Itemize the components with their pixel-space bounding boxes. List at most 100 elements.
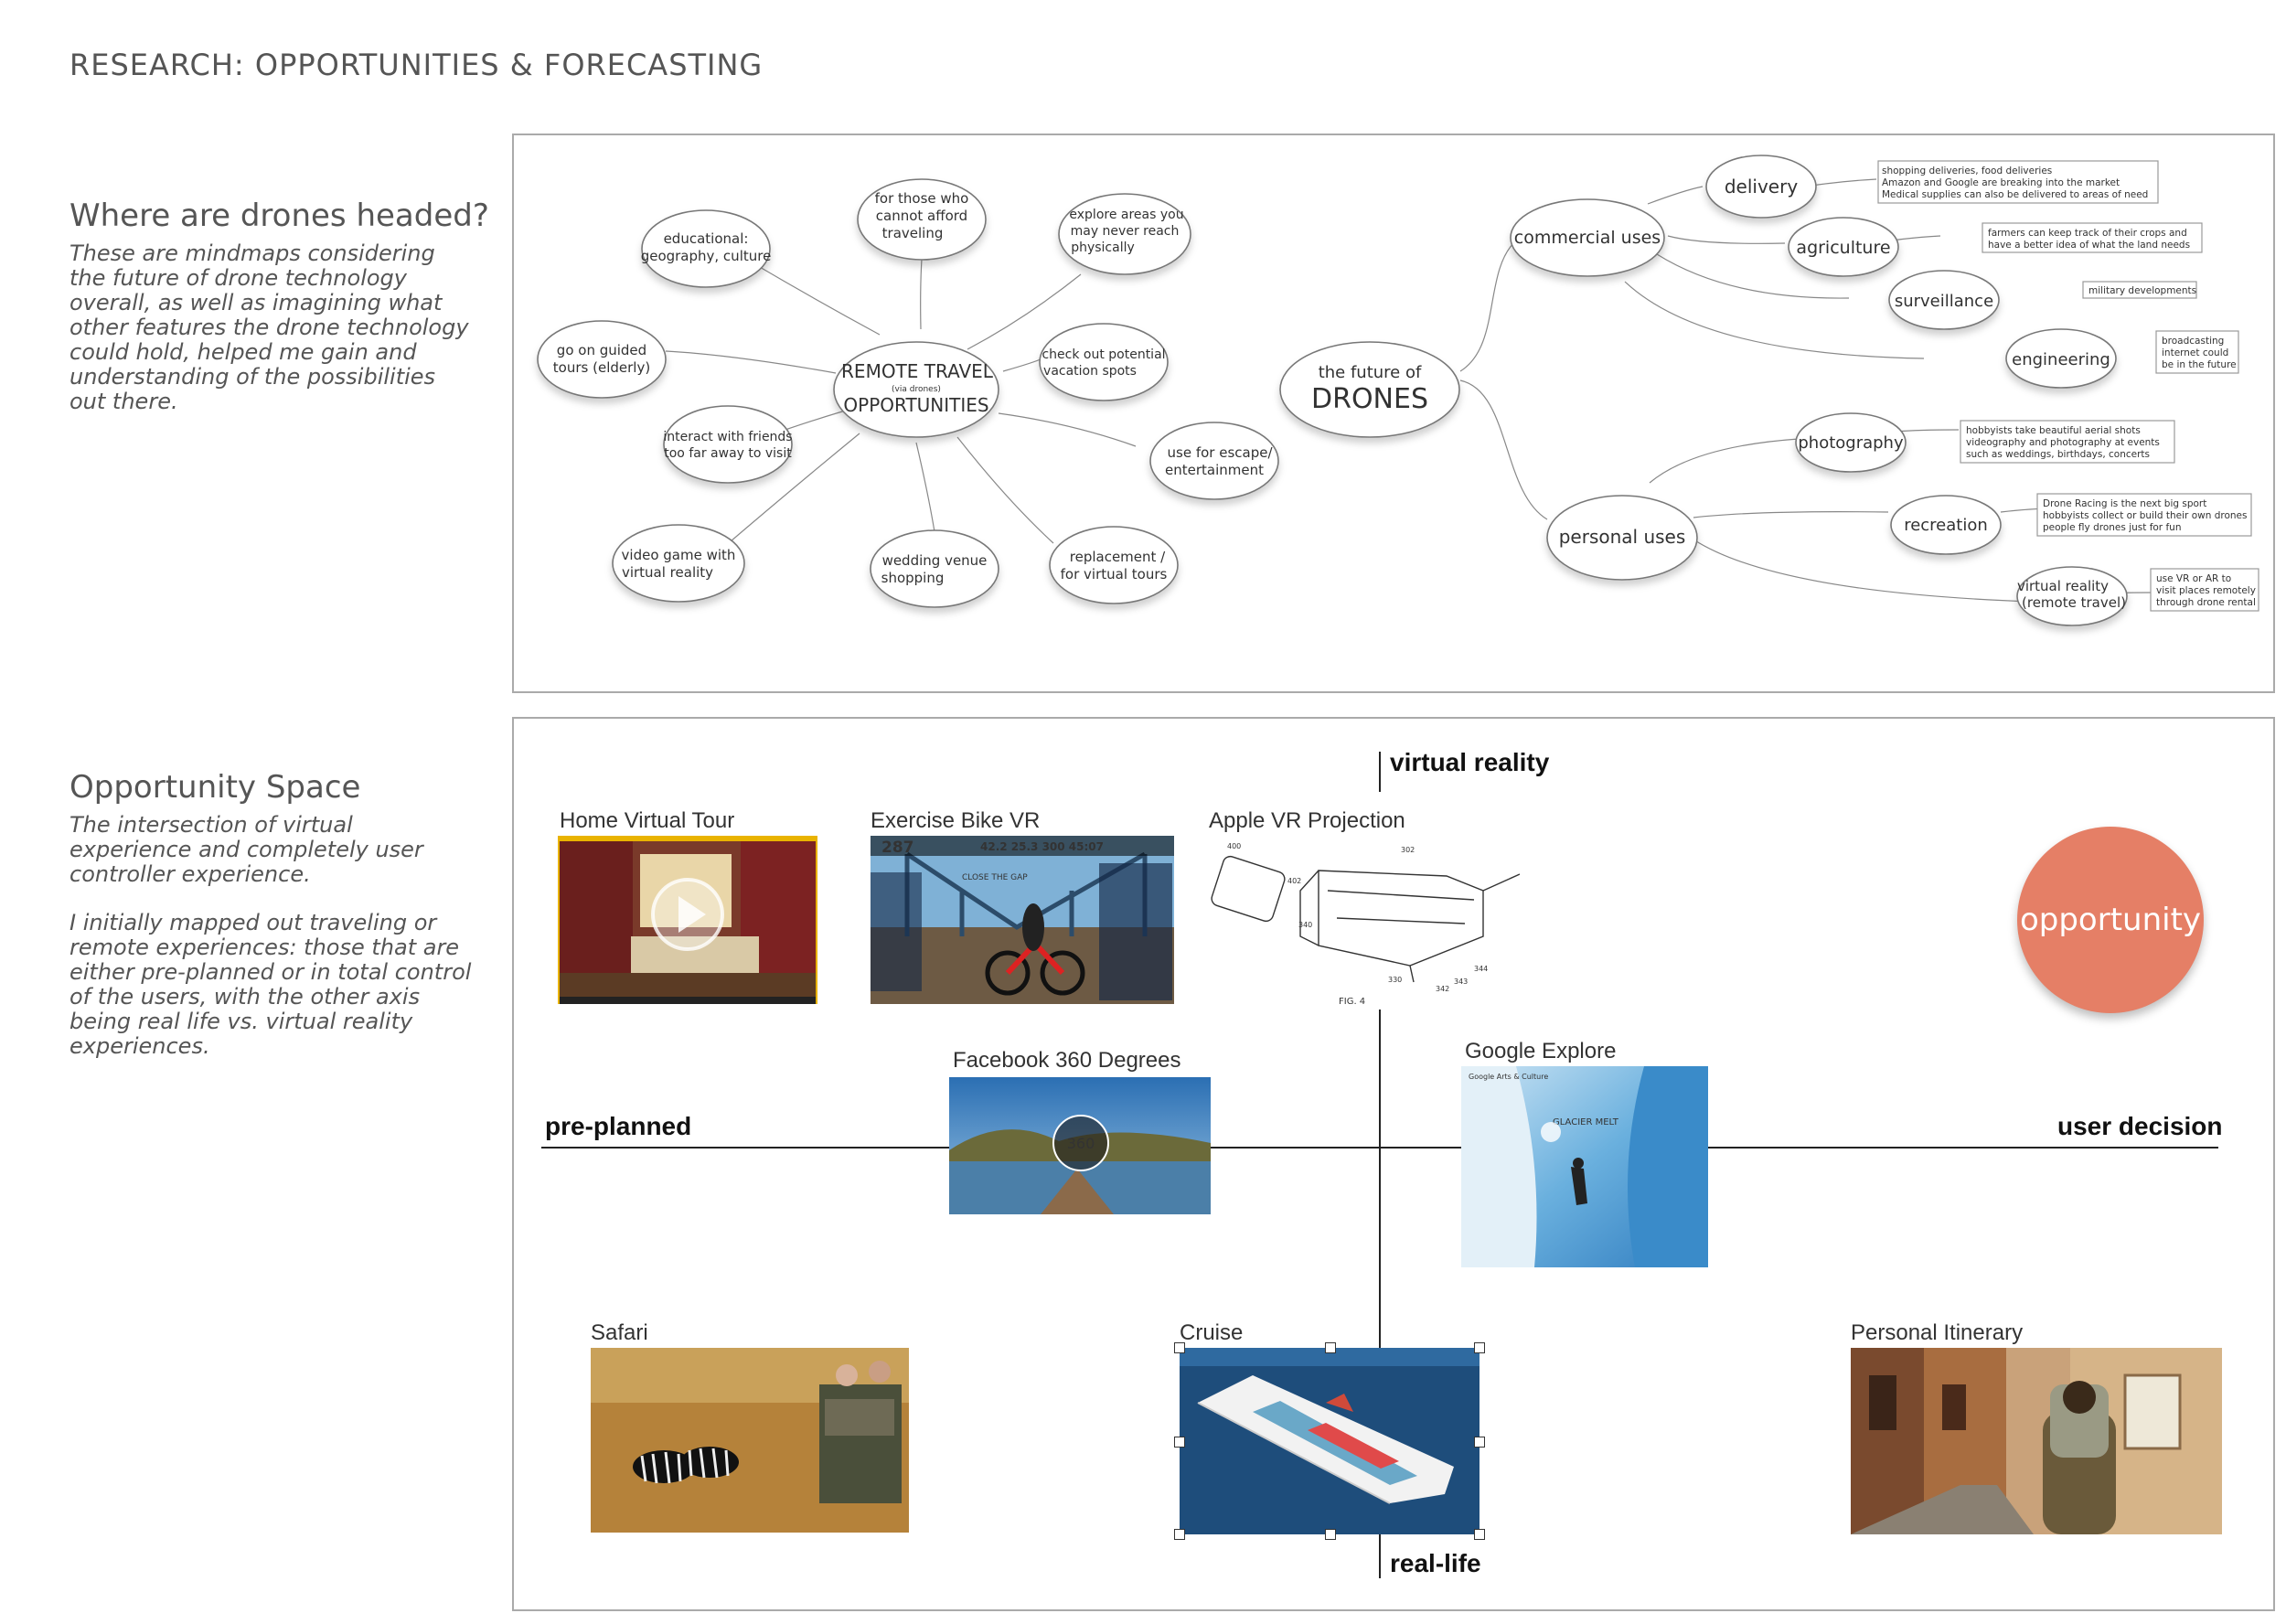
axis-label-user-decision: user decision bbox=[2057, 1112, 2223, 1140]
svg-text:Drone Racing is the next big s: Drone Racing is the next big sport bbox=[2043, 498, 2206, 509]
fb-360-badge: 360 bbox=[1067, 1135, 1095, 1152]
svg-text:such as weddings, birthdays, c: such as weddings, birthdays, concerts bbox=[1966, 449, 2150, 460]
selection-handle[interactable] bbox=[1474, 1529, 1485, 1540]
opportunity-circle: opportunity bbox=[2017, 827, 2204, 1013]
label-cruise: Cruise bbox=[1180, 1320, 1244, 1345]
node-text: cannot afford bbox=[876, 208, 967, 224]
svg-text:302: 302 bbox=[1401, 846, 1415, 854]
node-text: recreation bbox=[1904, 516, 1988, 535]
section-heading-drones: Where are drones headed? bbox=[69, 198, 489, 234]
selection-handle[interactable] bbox=[1325, 1529, 1336, 1540]
node-text: (remote travel) bbox=[2022, 594, 2126, 611]
section-text-opportunity-1: The intersection of virtual experience a… bbox=[69, 812, 423, 887]
node-text: entertainment bbox=[1165, 462, 1264, 478]
svg-text:videography and photography at: videography and photography at events bbox=[1966, 437, 2160, 448]
selection-handle[interactable] bbox=[1174, 1437, 1185, 1448]
mindmap-notes: shopping deliveries, food deliveries Ama… bbox=[1877, 160, 2259, 612]
node-text: educational: bbox=[664, 230, 749, 247]
node-text: check out potential bbox=[1042, 347, 1165, 362]
mindmap-node: use for escape/ entertainment bbox=[1149, 422, 1279, 500]
label-home-virtual-tour: Home Virtual Tour bbox=[560, 808, 735, 833]
mindmap-diagram: educational: geography, culture for thos… bbox=[537, 155, 2259, 626]
svg-text:344: 344 bbox=[1474, 965, 1488, 973]
selection-handle[interactable] bbox=[1325, 1342, 1336, 1353]
bike-speed-text: 287 bbox=[881, 839, 914, 857]
node-text: physically bbox=[1071, 240, 1135, 255]
svg-text:use VR or AR to: use VR or AR to bbox=[2156, 573, 2231, 584]
axis-label-virtual-reality: virtual reality bbox=[1390, 748, 1550, 776]
node-text: tours (elderly) bbox=[553, 359, 650, 376]
svg-text:military developments: military developments bbox=[2088, 285, 2196, 296]
vr-node: virtual reality (remote travel) bbox=[2016, 566, 2128, 626]
safari-image bbox=[591, 1348, 909, 1533]
svg-text:farmers can keep track of thei: farmers can keep track of their crops an… bbox=[1988, 228, 2187, 239]
svg-text:343: 343 bbox=[1454, 978, 1468, 986]
node-text: video game with bbox=[622, 547, 736, 563]
section-text-drones: These are mindmaps considering the futur… bbox=[69, 240, 469, 414]
svg-text:visit places remotely: visit places remotely bbox=[2156, 585, 2256, 596]
svg-text:402: 402 bbox=[1287, 877, 1301, 885]
svg-text:340: 340 bbox=[1298, 921, 1312, 929]
section-heading-opportunity: Opportunity Space bbox=[69, 769, 361, 806]
mindmap-node: explore areas you may never reach physic… bbox=[1058, 193, 1191, 275]
node-text: wedding venue bbox=[882, 552, 988, 569]
selection-handle[interactable] bbox=[1474, 1342, 1485, 1353]
svg-text:hobbyists collect or build the: hobbyists collect or build their own dro… bbox=[2043, 510, 2247, 521]
node-text: use for escape/ bbox=[1168, 444, 1274, 461]
svg-text:internet could: internet could bbox=[2162, 347, 2228, 358]
right-mindmap-nodes: the future of DRONES commercial uses per… bbox=[1279, 155, 2128, 626]
commercial-node: commercial uses bbox=[1510, 198, 1665, 277]
center-text: (via drones) bbox=[892, 385, 941, 394]
svg-text:people fly drones just for fun: people fly drones just for fun bbox=[2043, 522, 2181, 533]
left-mindmap-nodes: educational: geography, culture for thos… bbox=[537, 178, 1279, 608]
svg-text:through drone rental: through drone rental bbox=[2156, 597, 2256, 608]
svg-text:400: 400 bbox=[1227, 842, 1241, 850]
svg-text:hobbyists take beautiful aeria: hobbyists take beautiful aerial shots bbox=[1966, 425, 2141, 436]
node-text: personal uses bbox=[1559, 526, 1686, 548]
svg-text:342: 342 bbox=[1436, 985, 1449, 993]
node-text: virtual reality bbox=[622, 564, 713, 581]
node-text: go on guided bbox=[557, 342, 646, 358]
axis-vertical bbox=[1379, 1008, 1381, 1578]
label-apple-vr-projection: Apple VR Projection bbox=[1209, 808, 1405, 833]
node-text: virtual reality bbox=[2017, 578, 2109, 594]
selection-handle[interactable] bbox=[1174, 1529, 1185, 1540]
selection-handle[interactable] bbox=[1474, 1437, 1485, 1448]
node-text: explore areas you bbox=[1069, 208, 1183, 222]
mindmap-node: wedding venue shopping bbox=[870, 529, 999, 608]
center-text: the future of bbox=[1319, 363, 1422, 382]
node-text: too far away to visit bbox=[664, 446, 792, 461]
svg-text:have a better idea of what the: have a better idea of what the land need… bbox=[1988, 240, 2190, 251]
center-text: REMOTE TRAVEL bbox=[841, 360, 994, 382]
note-delivery: shopping deliveries, food deliveries Ama… bbox=[1877, 160, 2159, 204]
engineering-node: engineering bbox=[2005, 328, 2117, 389]
home-virtual-tour-image bbox=[558, 836, 817, 1004]
svg-text:Medical supplies can also be d: Medical supplies can also be delivered t… bbox=[1882, 189, 2148, 200]
patent-fig-label: FIG. 4 bbox=[1339, 997, 1365, 1007]
axis-label-pre-planned: pre-planned bbox=[545, 1112, 692, 1140]
label-google-explore: Google Explore bbox=[1465, 1039, 1617, 1063]
note-surveillance: military developments bbox=[2082, 281, 2197, 299]
node-text: agriculture bbox=[1796, 238, 1890, 258]
node-text: vacation spots bbox=[1043, 364, 1137, 379]
svg-text:330: 330 bbox=[1388, 976, 1402, 984]
node-text: photography bbox=[1798, 433, 1904, 453]
node-text: traveling bbox=[882, 225, 944, 241]
label-personal-itinerary: Personal Itinerary bbox=[1851, 1320, 2024, 1345]
recreation-node: recreation bbox=[1890, 495, 2002, 555]
node-text: engineering bbox=[2012, 350, 2110, 369]
node-text: commercial uses bbox=[1514, 228, 1661, 248]
mindmap-node: video game with virtual reality bbox=[612, 524, 745, 603]
note-photography: hobbyists take beautiful aerial shots vi… bbox=[1960, 420, 2175, 464]
selection-handle[interactable] bbox=[1174, 1342, 1185, 1353]
note-engineering: broadcasting internet could be in the fu… bbox=[2155, 330, 2239, 374]
personal-node: personal uses bbox=[1546, 495, 1698, 581]
node-text: for those who bbox=[875, 190, 969, 207]
label-exercise-bike-vr: Exercise Bike VR bbox=[871, 808, 1041, 833]
surveillance-node: surveillance bbox=[1888, 270, 2000, 330]
note-recreation: Drone Racing is the next big sport hobby… bbox=[2036, 493, 2252, 537]
mindmap-node: check out potential vacation spots bbox=[1039, 323, 1169, 401]
mindmap-node: educational: geography, culture bbox=[641, 209, 771, 288]
axis-vertical-top bbox=[1379, 752, 1381, 792]
svg-text:Amazon and Google are breaking: Amazon and Google are breaking into the … bbox=[1882, 177, 2120, 188]
